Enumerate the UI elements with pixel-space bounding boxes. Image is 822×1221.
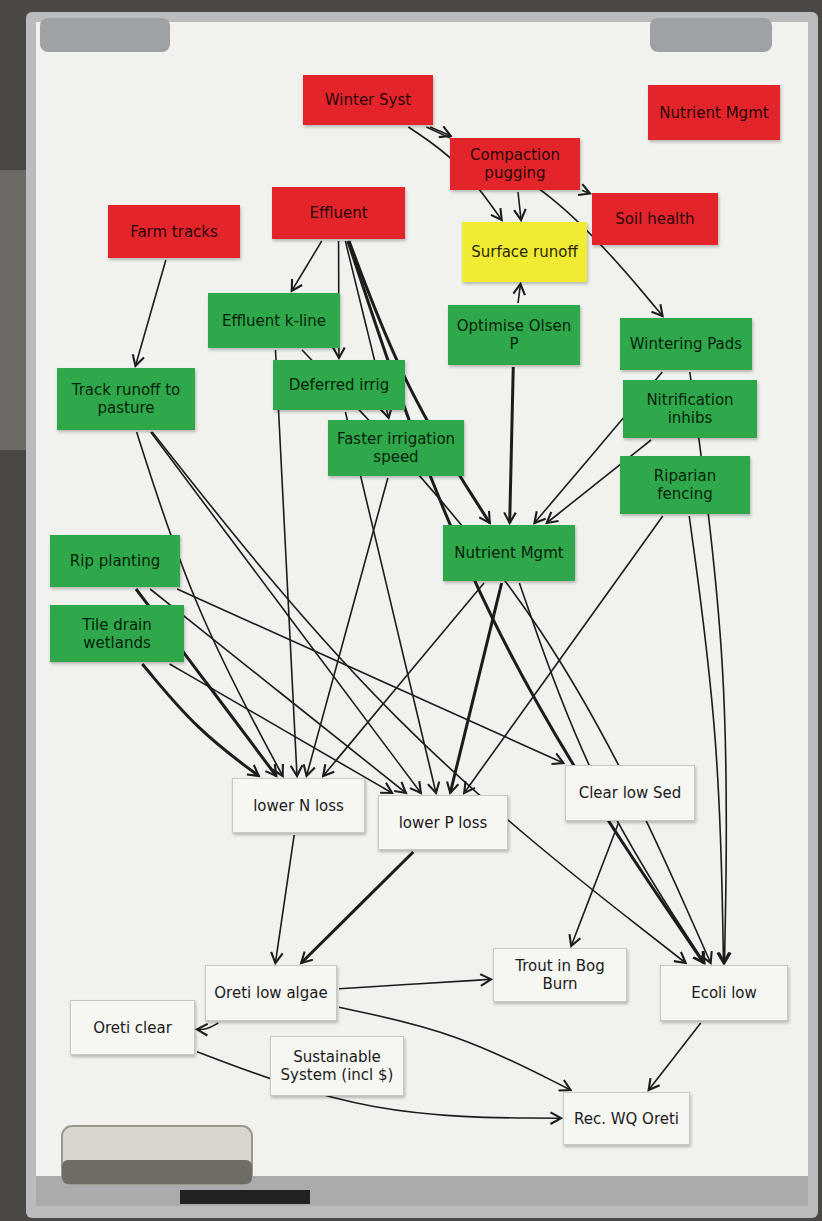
card-text: Clear low Sed xyxy=(579,784,682,802)
arrow-connector xyxy=(582,190,590,193)
card-text: Wintering Pads xyxy=(630,335,742,353)
card-text: Nutrient Mgmt xyxy=(659,104,768,122)
arrow-connector xyxy=(142,664,258,776)
sticky-note: lower N loss xyxy=(232,778,365,833)
arrow-connector xyxy=(152,432,685,963)
sticky-note: Nitrification inhibs xyxy=(623,380,757,438)
eraser xyxy=(62,1126,252,1184)
sticky-note: Rec. WQ Oreti xyxy=(563,1092,690,1145)
card-text: Sustainable System (incl $) xyxy=(278,1048,396,1084)
sticky-note: Nutrient Mgmt xyxy=(443,525,575,581)
card-text: Soil health xyxy=(615,210,694,228)
arrow-connector xyxy=(450,583,501,793)
card-text: Nitrification inhibs xyxy=(630,391,750,427)
arrow-connector xyxy=(177,589,563,763)
sticky-note: Nutrient Mgmt xyxy=(648,85,780,140)
card-text: Deferred irrig xyxy=(289,376,389,394)
sticky-note: Effluent k-line xyxy=(208,293,340,348)
room-background xyxy=(0,170,30,450)
arrow-connector xyxy=(292,241,322,291)
card-text: lower P loss xyxy=(399,814,488,832)
card-text: Effluent xyxy=(309,204,367,222)
sticky-note: Riparian fencing xyxy=(620,456,750,514)
arrow-connector xyxy=(323,583,484,776)
sticky-note: Faster irrigation speed xyxy=(328,420,464,476)
arrow-connector xyxy=(518,284,520,303)
sticky-note: Optimise Olsen P xyxy=(448,305,580,365)
card-text: Compaction pugging xyxy=(457,146,573,182)
arrow-connector xyxy=(307,478,388,776)
arrow-connector xyxy=(275,350,297,776)
sticky-note: Winter Syst xyxy=(303,75,433,125)
card-text: Oreti low algae xyxy=(214,984,327,1002)
card-text: lower N loss xyxy=(253,797,344,815)
arrow-connector xyxy=(302,350,711,963)
sticky-note: Ecoli low xyxy=(660,965,788,1021)
board-frame xyxy=(26,12,818,1218)
arrow-connector xyxy=(339,979,491,988)
sticky-note: Oreti clear xyxy=(70,1000,195,1055)
arrow-connector xyxy=(170,664,393,793)
sticky-note: lower P loss xyxy=(378,795,508,850)
card-text: Rec. WQ Oreti xyxy=(574,1110,679,1128)
arrow-connector xyxy=(571,823,618,946)
arrow-connector xyxy=(151,432,421,793)
sticky-note: Tile drain wetlands xyxy=(50,605,184,662)
arrow-connector xyxy=(150,589,406,793)
sticky-note: Rip planting xyxy=(50,535,180,587)
arrow-connector xyxy=(275,835,294,963)
sticky-note: Oreti low algae xyxy=(205,965,337,1021)
card-text: Oreti clear xyxy=(93,1019,172,1037)
sticky-note: Compaction pugging xyxy=(450,138,580,190)
sticky-note: Effluent xyxy=(272,187,405,239)
card-text: Faster irrigation speed xyxy=(335,430,457,466)
arrow-connector xyxy=(430,127,451,136)
card-text: Surface runoff xyxy=(471,243,578,261)
sticky-note: Farm tracks xyxy=(108,205,240,258)
arrow-connector xyxy=(510,367,514,523)
sticky-note: Clear low Sed xyxy=(565,765,695,821)
sticky-note: Surface runoff xyxy=(462,222,587,282)
sticky-note: Soil health xyxy=(592,193,718,245)
magnet xyxy=(650,18,772,52)
sticky-note: Track runoff to pasture xyxy=(57,368,195,430)
sticky-note: Deferred irrig xyxy=(273,360,405,410)
card-text: Riparian fencing xyxy=(627,467,743,503)
arrow-connector xyxy=(649,1023,701,1090)
arrow-connector xyxy=(689,516,723,963)
eraser xyxy=(62,1160,252,1184)
arrow-connector xyxy=(518,192,521,220)
sticky-note: Trout in Bog Burn xyxy=(493,948,627,1002)
arrow-connector xyxy=(135,260,165,366)
card-text: Winter Syst xyxy=(325,91,411,109)
arrow-connector xyxy=(519,583,704,963)
card-text: Effluent k-line xyxy=(222,312,326,330)
card-text: Trout in Bog Burn xyxy=(501,957,619,993)
arrow-connector xyxy=(197,1023,218,1029)
brand-plate xyxy=(180,1190,310,1204)
card-text: Tile drain wetlands xyxy=(57,616,177,652)
card-text: Farm tracks xyxy=(130,223,218,241)
board-surface xyxy=(36,22,808,1182)
sticky-note: Sustainable System (incl $) xyxy=(270,1036,404,1096)
magnet xyxy=(40,18,170,52)
card-text: Track runoff to pasture xyxy=(64,381,188,417)
sticky-note: Wintering Pads xyxy=(620,318,752,370)
card-text: Rip planting xyxy=(70,552,160,570)
arrow-connector xyxy=(301,852,413,963)
card-text: Ecoli low xyxy=(691,984,757,1002)
card-text: Optimise Olsen P xyxy=(455,317,573,353)
card-text: Nutrient Mgmt xyxy=(454,544,563,562)
